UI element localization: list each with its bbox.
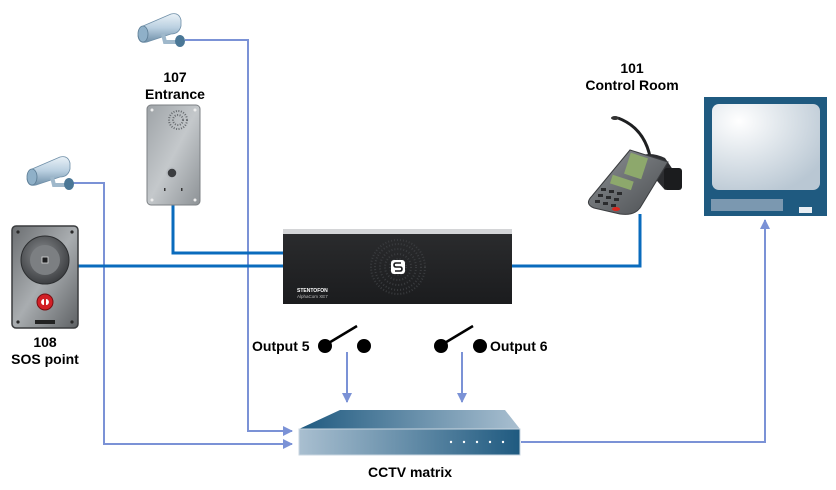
output-6-switch xyxy=(434,324,487,353)
entrance-intercom-panel xyxy=(146,104,201,206)
output-6-label: Output 6 xyxy=(490,338,548,354)
video-connections xyxy=(72,39,770,449)
entrance-label: 107 Entrance xyxy=(135,69,215,103)
video-line-camera-left-to-matrix xyxy=(72,182,293,449)
cctv-matrix-label: CCTV matrix xyxy=(367,464,453,480)
sos-name: SOS point xyxy=(11,351,79,367)
control-room-name: Control Room xyxy=(585,77,679,93)
status-leds xyxy=(449,440,505,444)
video-line-matrix-to-monitor xyxy=(521,219,770,443)
sos-button-icon xyxy=(36,293,54,311)
monitor-icon xyxy=(704,97,827,216)
cctv-camera-icon xyxy=(137,13,185,47)
sos-label: 108 SOS point xyxy=(2,334,88,368)
video-line-camera-top-to-matrix xyxy=(185,39,293,436)
server-model: AlphaCom XE7 xyxy=(297,294,328,299)
control-room-number: 101 xyxy=(620,60,644,76)
desk-station-phone xyxy=(588,116,682,215)
cctv-matrix-device xyxy=(298,410,521,456)
server-brand: STENTOFON xyxy=(297,288,328,294)
speaker-grille-icon xyxy=(168,110,188,130)
cctv-camera-icon xyxy=(26,156,74,190)
intercom-connections xyxy=(78,205,642,268)
sos-intercom-panel xyxy=(11,225,79,329)
call-button-icon xyxy=(166,167,178,179)
intercom-line-server-to-control-room xyxy=(512,214,642,268)
stentofon-logo-icon xyxy=(391,260,405,274)
intercom-server: STENTOFON AlphaCom XE7 xyxy=(283,229,512,304)
output-5-switch xyxy=(318,324,371,353)
control-room-label: 101 Control Room xyxy=(572,60,692,94)
entrance-number: 107 xyxy=(163,69,187,85)
output-5-label: Output 5 xyxy=(252,338,310,354)
entrance-name: Entrance xyxy=(145,86,205,102)
sos-number: 108 xyxy=(33,334,57,350)
speaker-grille-icon xyxy=(370,239,426,295)
intercom-line-entrance-to-server xyxy=(171,205,283,255)
